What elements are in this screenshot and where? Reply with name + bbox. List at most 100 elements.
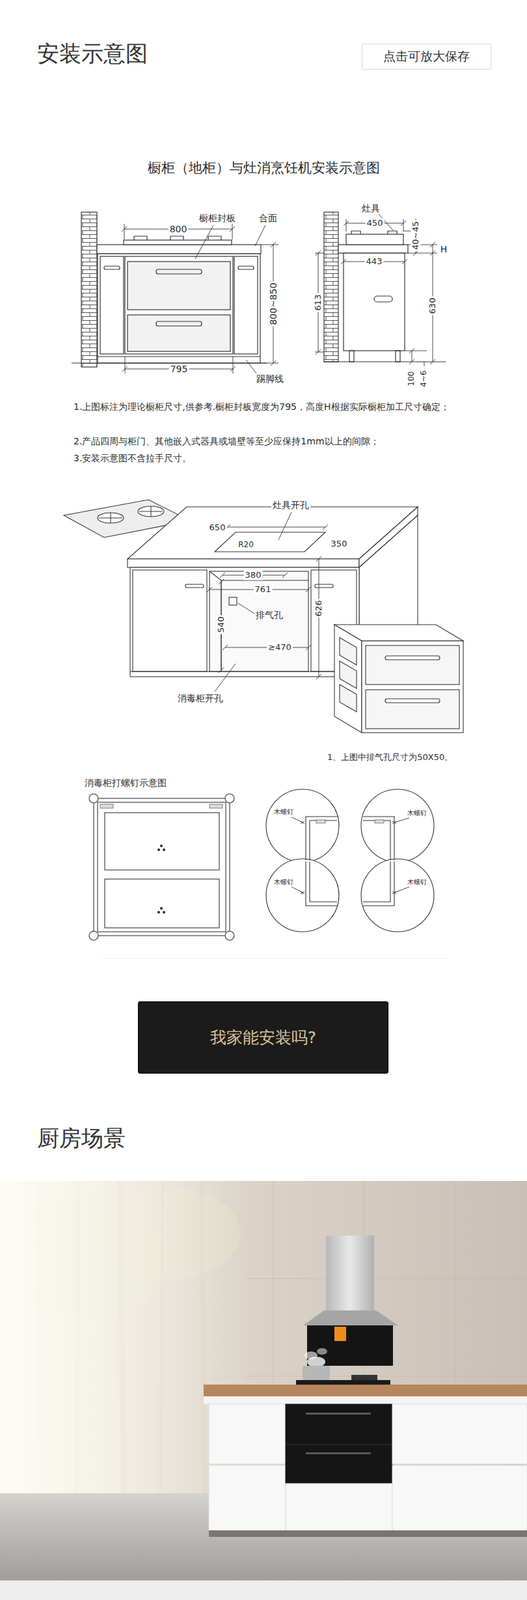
disinfection-cabinet bbox=[365, 645, 460, 685]
disinfection-cabinet bbox=[339, 637, 357, 665]
cabinet-3d bbox=[209, 571, 309, 672]
dimension-line bbox=[206, 524, 328, 680]
steam bbox=[316, 1348, 328, 1355]
front-view bbox=[127, 314, 231, 352]
screw-diagram bbox=[104, 878, 220, 928]
range-hood bbox=[334, 1326, 347, 1341]
screw-label: 木螺钉 bbox=[272, 808, 295, 816]
dimension-line bbox=[121, 223, 235, 240]
screw-diagram bbox=[225, 931, 235, 941]
wall-tiles bbox=[247, 1376, 527, 1377]
dimension: 761 bbox=[253, 584, 273, 595]
screw-diagram bbox=[100, 804, 114, 809]
dimension: 630 bbox=[428, 296, 438, 316]
detail-circle bbox=[266, 858, 339, 932]
note: 3.安装示意图不含拉手尺寸。 bbox=[73, 449, 476, 467]
dimension: 443 bbox=[364, 256, 384, 267]
screw-label: 木螺钉 bbox=[405, 809, 429, 818]
screw-diagram bbox=[225, 793, 235, 803]
dimension: 795 bbox=[169, 363, 190, 375]
dimension: 40~45 bbox=[411, 219, 421, 252]
leader-line bbox=[255, 225, 266, 246]
front-view bbox=[81, 212, 97, 367]
part-name: 消毒柜开孔 bbox=[176, 692, 225, 704]
dimension-line bbox=[407, 242, 438, 365]
bottom-band bbox=[0, 1580, 527, 1600]
front-view bbox=[97, 355, 261, 357]
disinfection-cabinet bbox=[385, 698, 440, 703]
part-name: 踢脚线 bbox=[255, 373, 285, 384]
button-text: 我家能安装吗? bbox=[210, 1026, 317, 1049]
kitchen-photo bbox=[0, 1180, 527, 1581]
cabinet-3d bbox=[130, 567, 360, 677]
cooktop bbox=[302, 1365, 330, 1380]
cabinet-3d bbox=[314, 584, 334, 588]
screw-diagram bbox=[163, 849, 166, 852]
separator-line bbox=[102, 958, 449, 960]
dimension: ≥470 bbox=[266, 642, 293, 653]
screw-label: 木螺钉 bbox=[272, 878, 295, 887]
disinfection-cabinet bbox=[385, 655, 440, 660]
cabinet-3d bbox=[229, 597, 237, 606]
disinfection-cabinet bbox=[334, 624, 464, 733]
countertop bbox=[203, 1384, 527, 1405]
dimension-line bbox=[314, 218, 438, 367]
section-heading: 消毒柜打螺钉示意图 bbox=[83, 777, 168, 788]
front-view bbox=[97, 253, 261, 364]
screw-diagram bbox=[160, 845, 163, 848]
dimension-line bbox=[121, 223, 279, 374]
steam bbox=[304, 1351, 318, 1360]
side-view bbox=[324, 361, 446, 362]
dimension: 100 bbox=[407, 370, 417, 388]
cooktop bbox=[296, 1365, 391, 1385]
cabinet-3d bbox=[98, 506, 163, 524]
part-name: 灶具 bbox=[360, 202, 382, 214]
cabinets bbox=[285, 1483, 393, 1531]
cabinets bbox=[208, 1404, 527, 1537]
screw-diagram bbox=[160, 907, 163, 910]
side-view bbox=[338, 244, 408, 254]
cabinets bbox=[285, 1444, 393, 1446]
detail-circle bbox=[374, 819, 384, 824]
disinfection-cabinet bbox=[339, 661, 357, 689]
screw-diagram bbox=[209, 804, 223, 809]
front-view bbox=[124, 256, 233, 354]
steam bbox=[304, 1348, 328, 1367]
leader-line bbox=[214, 663, 236, 692]
leader-line bbox=[238, 603, 255, 614]
front-view bbox=[134, 236, 222, 241]
cabinets bbox=[305, 1412, 371, 1415]
dimension: 800~850 bbox=[268, 281, 279, 326]
front-view bbox=[100, 256, 124, 354]
detail-circle bbox=[361, 858, 434, 932]
leader-line bbox=[195, 225, 266, 375]
dimension-line bbox=[225, 524, 328, 530]
detail-circle bbox=[291, 817, 410, 893]
wall-tiles bbox=[455, 1180, 457, 1385]
button-text: 点击可放大保存 bbox=[383, 48, 470, 66]
dimension: 450 bbox=[365, 218, 385, 229]
dimension: R20 bbox=[236, 540, 256, 550]
range-hood bbox=[325, 1235, 375, 1311]
dimension-line bbox=[403, 218, 438, 256]
detail-circle bbox=[363, 816, 395, 861]
dimension: 380 bbox=[243, 570, 263, 581]
side-view bbox=[346, 234, 404, 245]
disinfection-cabinet bbox=[365, 689, 460, 729]
side-view bbox=[374, 296, 393, 302]
cooktop bbox=[351, 1374, 378, 1380]
screw-diagram bbox=[158, 849, 161, 852]
cabinet-3d bbox=[130, 670, 360, 672]
cabinet-3d bbox=[310, 569, 357, 672]
disinfection-cabinet bbox=[361, 640, 464, 733]
detail-circle bbox=[266, 789, 434, 932]
wall-tiles bbox=[247, 1180, 527, 1385]
cabinets bbox=[305, 1452, 371, 1455]
screw-diagram bbox=[93, 798, 230, 936]
range-hood bbox=[303, 1310, 399, 1326]
screw-diagram bbox=[158, 911, 161, 914]
cabinet-3d bbox=[185, 584, 204, 588]
cabinets bbox=[208, 1530, 527, 1537]
wall-tiles bbox=[247, 1278, 527, 1280]
